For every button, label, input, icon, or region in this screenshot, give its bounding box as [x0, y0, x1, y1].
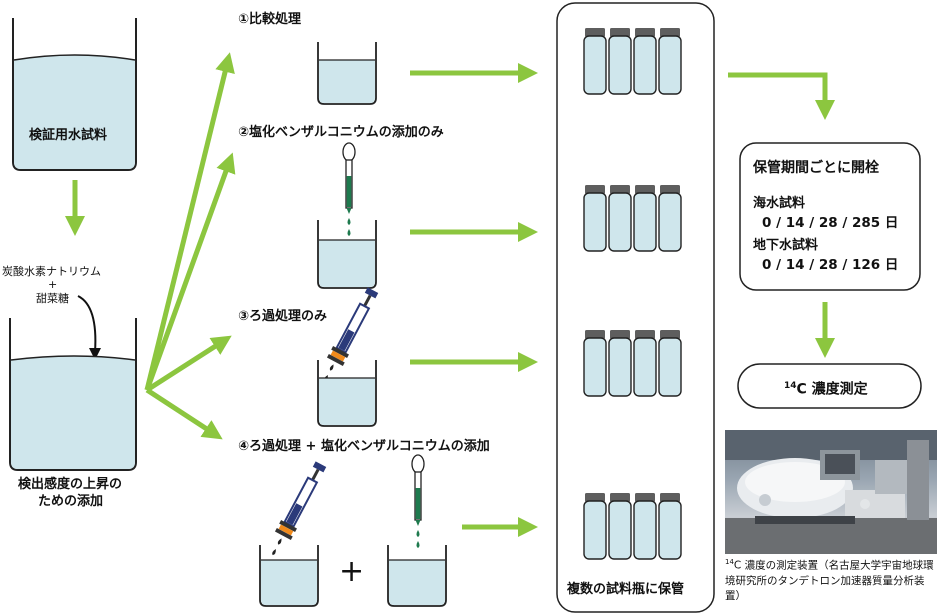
measurement-box [737, 363, 922, 409]
beaker-treatment-4a [259, 545, 319, 607]
fan-arrows [144, 52, 236, 440]
opening-box [739, 142, 921, 291]
storage-label: 複数の試料瓶に保管 [567, 582, 685, 597]
pipette-icon [342, 142, 356, 237]
opening-title: 保管期間ごとに開栓 [753, 160, 879, 176]
treatment-4-label: ④ろ過処理 + 塩化ベンザルコニウムの添加 [238, 439, 490, 454]
groundwater-days: 0 / 14 / 28 / 126 日 [762, 257, 899, 273]
measurement-label: 14C 濃度測定 [784, 378, 868, 398]
enhanced-beaker [9, 318, 137, 471]
treatment-1-label: ①比較処理 [238, 12, 302, 27]
accelerator-photo [725, 430, 937, 554]
storage-box [556, 2, 715, 613]
bottle-group-3 [584, 330, 681, 396]
treatment-3-label: ③ろ過処理のみ [238, 309, 328, 324]
beaker-treatment-3 [317, 360, 377, 427]
measurement-superscript: 14 [784, 381, 797, 391]
treatment-2-label: ②塩化ベンザルコニウムの添加のみ [238, 125, 444, 140]
additive-arrow [77, 295, 97, 353]
seawater-days: 0 / 14 / 28 / 285 日 [762, 215, 899, 231]
enhanced-label-line1: 検出感度の上昇の [18, 477, 123, 492]
sample-beaker [12, 18, 137, 171]
bottle-group-2 [584, 185, 681, 251]
beaker-treatment-1 [317, 42, 377, 105]
photo-caption: 14C 濃度の測定装置（名古屋大学宇宙地球環境研究所のタンデトロン加速器質量分析… [725, 555, 939, 604]
seawater-label: 海水試料 [753, 196, 806, 211]
beaker-treatment-4b [387, 545, 447, 607]
additive-plus: + [48, 278, 58, 291]
beaker-treatment-2 [317, 220, 377, 289]
pipette-icon [411, 454, 425, 549]
groundwater-label: 地下水試料 [753, 238, 819, 253]
bottle-group-1 [584, 28, 681, 94]
arrow-to-opening [728, 72, 835, 120]
photo-caption-superscript: 14 [725, 558, 734, 566]
photo-caption-text: C 濃度の測定装置（名古屋大学宇宙地球環境研究所のタンデトロン加速器質量分析装置… [725, 559, 934, 602]
additive-line2: 甜菜糖 [36, 292, 69, 305]
bottle-group-4 [584, 493, 681, 559]
syringe-icon [315, 285, 382, 387]
plus-sign: + [339, 554, 365, 589]
syringe-icon [263, 459, 330, 561]
additive-line1: 炭酸水素ナトリウム [2, 265, 101, 278]
sample-label: 検証用水試料 [29, 128, 108, 143]
storage-arrows [410, 63, 538, 537]
measurement-text: C 濃度測定 [796, 381, 868, 398]
enhanced-label-line2: ための添加 [38, 494, 104, 509]
